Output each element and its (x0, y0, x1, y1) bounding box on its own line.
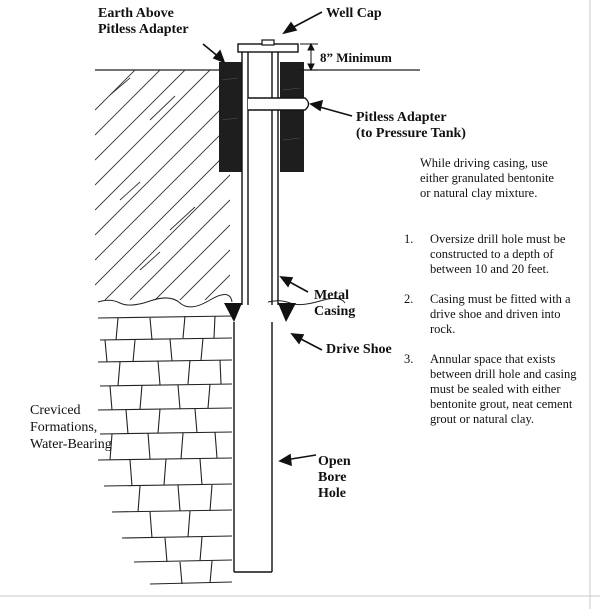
step-number: 1. (404, 232, 414, 246)
soil-hatching (95, 70, 230, 300)
bentonite-seal-right (280, 62, 304, 172)
metal-casing (241, 52, 279, 305)
label-arrows (202, 11, 353, 467)
eight-inch-minimum-label: 8” Minimum (320, 50, 392, 65)
drive-shoe-label: Drive Shoe (326, 342, 392, 357)
step-text: Oversize drill hole must be constructed … (430, 232, 566, 276)
step-item: 1. Oversize drill hole must be construct… (404, 232, 590, 282)
step-item: 2. Casing must be fitted with a drive sh… (404, 292, 590, 342)
well-cap-label: Well Cap (326, 6, 382, 21)
open-bore-hole-label: Open Bore Hole (318, 454, 351, 501)
step-text: Annular space that exists between drill … (430, 352, 577, 426)
step-number: 3. (404, 352, 414, 366)
step-number: 2. (404, 292, 414, 306)
metal-casing-label: Metal Casing (314, 288, 356, 319)
eight-inch-dimension (300, 42, 318, 72)
step-text: Casing must be fitted with a drive shoe … (430, 292, 571, 336)
creviced-formations-label: Creviced Formations, Water-Bearing (30, 403, 112, 452)
bentonite-seal-left (219, 62, 242, 172)
bedrock-blocks (97, 315, 233, 585)
open-bore-hole (233, 322, 273, 573)
arrow-pitless-adapter (315, 105, 353, 117)
pitless-adapter-pipe (248, 97, 310, 111)
step-item: 3. Annular space that exists between dri… (404, 352, 590, 452)
earth-above-label: Earth Above Pitless Adapter (98, 6, 189, 37)
drive-shoe-left (224, 303, 242, 322)
bedrock-boundary (97, 294, 233, 308)
bentonite-note: While driving casing, use either granula… (420, 156, 554, 200)
pitless-adapter-label: Pitless Adapter (to Pressure Tank) (356, 110, 466, 141)
drive-shoe-right (278, 303, 296, 322)
